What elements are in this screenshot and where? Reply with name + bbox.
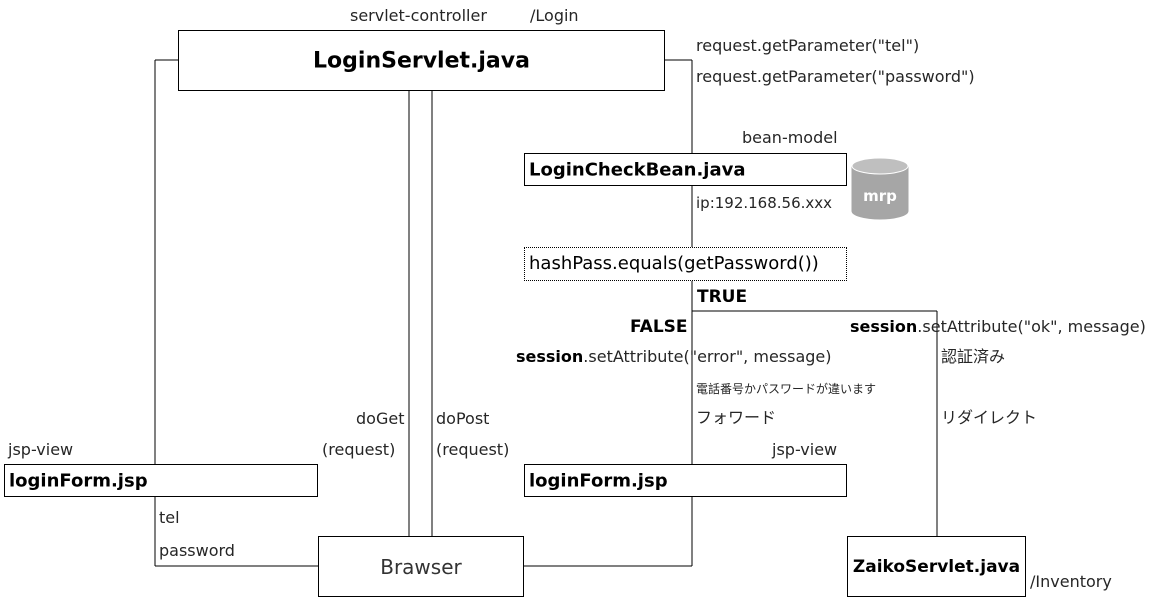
login-form-left-label: loginForm.jsp bbox=[9, 470, 148, 491]
set-attribute-error: .setAttribute("error", message) bbox=[583, 347, 832, 366]
forward-label: フォワード bbox=[696, 408, 777, 427]
session-keyword-error: session bbox=[516, 347, 584, 366]
do-get-label: doGet bbox=[356, 409, 405, 428]
login-servlet-label: LoginServlet.java bbox=[313, 48, 530, 73]
servlet-controller-label: servlet-controller bbox=[350, 6, 487, 25]
inventory-path-label: /Inventory bbox=[1030, 572, 1112, 591]
login-form-left-box: loginForm.jsp bbox=[4, 464, 318, 497]
get-param-tel: request.getParameter("tel") bbox=[696, 36, 920, 55]
login-servlet-box: LoginServlet.java bbox=[178, 30, 665, 91]
login-form-right-box: loginForm.jsp bbox=[524, 464, 847, 497]
login-path-label: /Login bbox=[530, 6, 579, 25]
false-label: FALSE bbox=[630, 317, 688, 337]
password-label: password bbox=[159, 541, 235, 560]
get-param-password: request.getParameter("password") bbox=[696, 67, 975, 86]
bean-model-label: bean-model bbox=[742, 128, 838, 147]
session-set-error: session.setAttribute("error", message) bbox=[516, 347, 832, 367]
authenticated-label: 認証済み bbox=[941, 347, 1006, 366]
jsp-view-left-label: jsp-view bbox=[8, 440, 74, 459]
login-form-right-label: loginForm.jsp bbox=[529, 470, 668, 491]
session-set-ok: session.setAttribute("ok", message) bbox=[850, 317, 1146, 337]
browser-box: Brawser bbox=[318, 536, 524, 597]
zaiko-servlet-box: ZaikoServlet.java bbox=[847, 536, 1026, 597]
db-name-label: mrp bbox=[863, 187, 897, 205]
session-keyword-ok: session bbox=[850, 317, 918, 336]
jsp-view-right-label: jsp-view bbox=[772, 440, 838, 459]
ip-label: ip:192.168.56.xxx bbox=[696, 194, 833, 212]
zaiko-servlet-label: ZaikoServlet.java bbox=[852, 556, 1021, 577]
hash-check-label: hashPass.equals(getPassword()) bbox=[529, 253, 819, 274]
do-get-request-label: (request) bbox=[322, 440, 396, 459]
true-label: TRUE bbox=[697, 287, 748, 307]
do-post-request-label: (request) bbox=[436, 440, 510, 459]
hash-check-box: hashPass.equals(getPassword()) bbox=[524, 247, 847, 281]
error-message-label: 電話番号かパスワードが違います bbox=[696, 382, 877, 396]
login-check-bean-box: LoginCheckBean.java bbox=[524, 153, 847, 186]
tel-label: tel bbox=[159, 508, 180, 527]
redirect-label: リダイレクト bbox=[941, 408, 1038, 427]
browser-label: Brawser bbox=[380, 554, 462, 579]
login-check-bean-label: LoginCheckBean.java bbox=[529, 159, 746, 180]
do-post-label: doPost bbox=[436, 409, 490, 428]
set-attribute-ok: .setAttribute("ok", message) bbox=[917, 317, 1146, 336]
